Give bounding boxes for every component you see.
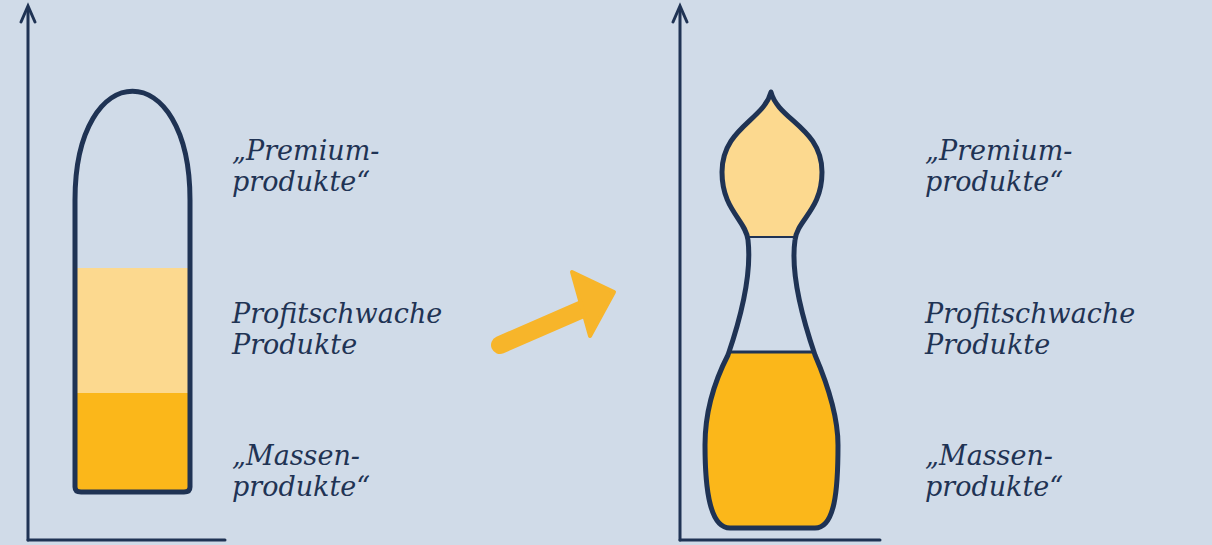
bottom-fill-line — [731, 351, 813, 354]
product-label: Profitschwache Produkte — [925, 298, 1155, 360]
product-label: „Massen- produkte“ — [925, 440, 1075, 502]
gourd-outline — [705, 92, 838, 528]
product-label: „Premium- produkte“ — [925, 135, 1075, 197]
neck-top-line — [749, 236, 796, 238]
gourd-fill — [700, 85, 845, 537]
product-label: „Massen- produkte“ — [232, 440, 382, 502]
right-axes — [673, 6, 880, 540]
left-axes — [21, 6, 225, 540]
bottle-fill — [70, 268, 200, 498]
product-label: „Premium- produkte“ — [232, 135, 382, 197]
transition-arrow — [500, 272, 614, 345]
product-label: Profitschwache Produkte — [232, 298, 462, 360]
bottle-outline — [75, 91, 190, 492]
